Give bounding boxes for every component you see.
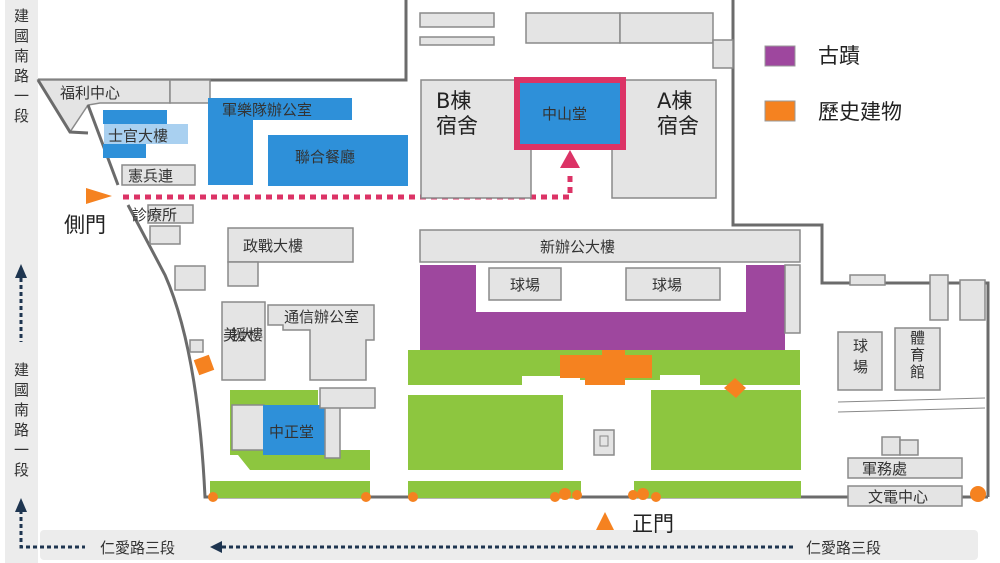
legend-swatch-heritage — [764, 45, 796, 67]
label-junyue: 軍樂隊辦公室 — [222, 101, 312, 119]
boundary-wall — [731, 0, 990, 497]
building-b-dorm — [420, 79, 532, 199]
monument-detail — [599, 435, 609, 447]
side-gate-arrow-icon — [86, 188, 112, 204]
label-side-gate: 側門 — [64, 213, 106, 237]
boundary-wall — [38, 0, 408, 82]
building-shiguan — [103, 110, 167, 124]
building-shiguan — [103, 144, 146, 158]
label-b-dorm: 宿舍 — [436, 114, 478, 138]
path-line — [837, 407, 986, 413]
building — [419, 12, 495, 28]
building-zhongshan-highlighted[interactable] — [514, 77, 626, 150]
traffic-arrow-left-icon — [210, 541, 222, 553]
tree-markers — [208, 486, 986, 502]
historic-building — [724, 378, 746, 398]
building — [227, 261, 259, 287]
label-b-dorm: B棟 — [436, 89, 471, 113]
main-gate-arrow-icon — [596, 512, 614, 530]
building-lianhe — [268, 135, 408, 186]
traffic-direction-line — [19, 510, 85, 549]
building — [419, 36, 495, 46]
building — [231, 404, 265, 451]
label-junwu: 軍務處 — [862, 460, 907, 478]
building — [525, 12, 621, 44]
road-label-jianguo: 建國南路一段 — [12, 362, 30, 482]
building — [849, 274, 886, 286]
lawn — [210, 481, 370, 498]
label-tongxin: 通信辦公室 — [284, 308, 359, 326]
building-court — [488, 267, 562, 301]
building — [959, 279, 986, 321]
boundary-wall — [36, 79, 89, 135]
label-xianbing: 憲兵連 — [128, 167, 173, 185]
building-tongxin — [267, 304, 375, 381]
building-gym — [894, 327, 941, 391]
label-zhenliao: 診療所 — [132, 206, 177, 224]
heritage-building — [420, 265, 785, 350]
building-zhenliao — [147, 204, 194, 224]
renai-road-band — [40, 530, 978, 560]
building-a-dorm — [611, 79, 717, 199]
lawn — [408, 395, 563, 470]
label-zhongshan: 中山堂 — [542, 105, 587, 123]
route-arrow-icon — [560, 150, 580, 168]
building — [929, 274, 949, 321]
building-wendian — [847, 485, 963, 507]
building-xinban — [419, 229, 801, 263]
building-court — [625, 267, 721, 301]
label-zhengzhan: 政戰大樓 — [243, 237, 303, 255]
label-shiguan: 士官大樓 — [108, 127, 168, 145]
building-zhengzhan — [227, 227, 354, 263]
building-court — [837, 331, 883, 391]
building-zhongzheng — [263, 405, 325, 455]
road-label-jianguo: 建國南路一段 — [12, 8, 30, 128]
building-junwu — [847, 457, 963, 479]
label-court: 球場 — [510, 276, 540, 294]
boundary-wall — [126, 204, 988, 499]
building-meiyuan — [221, 301, 266, 381]
building-junyue — [208, 98, 352, 185]
label-lianhe: 聯合餐廳 — [295, 148, 355, 166]
label-a-dorm: 宿舍 — [657, 114, 699, 138]
traffic-arrow-up-icon — [15, 264, 27, 278]
monument — [593, 429, 615, 456]
label-fuli: 福利中心 — [60, 84, 120, 102]
building — [319, 387, 376, 409]
label-main-gate: 正門 — [632, 512, 674, 536]
building — [619, 12, 714, 44]
legend-swatch-historic — [764, 100, 796, 122]
path-line — [837, 397, 986, 403]
building-xianbing — [121, 164, 196, 186]
label-bg — [104, 124, 188, 144]
label-wendian: 文電中心 — [868, 488, 928, 506]
lawn — [408, 481, 581, 498]
traffic-arrow-up-icon — [15, 498, 27, 512]
building — [712, 39, 734, 69]
building — [899, 439, 919, 456]
lawn — [634, 481, 801, 498]
lawn — [651, 390, 801, 470]
building — [174, 265, 206, 291]
building — [149, 225, 181, 245]
historic-building — [560, 350, 652, 385]
label-gym: 體育館 — [908, 330, 926, 381]
legend-label-historic: 歷史建物 — [818, 100, 902, 124]
legend-label-heritage: 古蹟 — [818, 44, 860, 68]
route-to-zhongshan — [123, 172, 573, 200]
building — [881, 436, 901, 456]
road-label-renai: 仁愛路三段 — [100, 539, 175, 557]
label-court: 球場 — [652, 276, 682, 294]
building — [189, 339, 204, 353]
label-zhongzheng: 中正堂 — [269, 423, 314, 441]
road-label-renai: 仁愛路三段 — [806, 539, 881, 557]
label-court: 球場 — [851, 338, 869, 380]
building — [169, 79, 211, 104]
building — [784, 264, 801, 334]
label-a-dorm: A棟 — [657, 89, 692, 113]
historic-building — [193, 354, 215, 376]
label-xinban: 新辦公大樓 — [540, 238, 615, 256]
label-meiyuan: 美援大樓 — [223, 326, 263, 344]
